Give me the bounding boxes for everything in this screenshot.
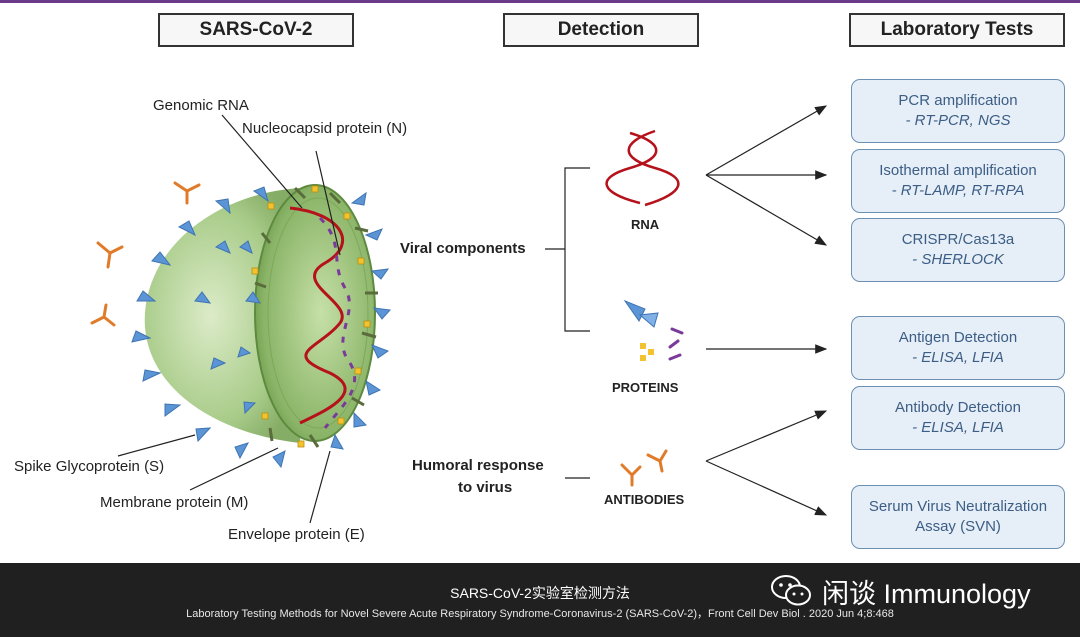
test-methods: - RT-PCR, NGS (905, 112, 1011, 129)
footer-title: SARS-CoV-2实验室检测方法 (450, 585, 630, 601)
brand-watermark: 闲谈 Immunology (770, 569, 1031, 613)
protein-icon (623, 299, 684, 361)
label-spike: Spike Glycoprotein (S) (14, 458, 165, 475)
test-box-isothermal: Isothermal amplification - RT-LAMP, RT-R… (851, 149, 1065, 213)
top-accent-bar (0, 0, 1080, 3)
test-title: PCR amplification (898, 92, 1018, 109)
test-box-pcr: PCR amplification - RT-PCR, NGS (851, 79, 1065, 143)
test-methods: Assay (SVN) (915, 518, 1001, 535)
antibody-icon (620, 449, 668, 487)
header-detection: Detection (503, 13, 699, 47)
test-box-antibody: Antibody Detection - ELISA, LFIA (851, 386, 1065, 450)
nucleocapsid-proteins (318, 216, 357, 429)
virus-illustration (131, 184, 392, 469)
spike-glycoproteins (131, 186, 392, 469)
test-box-antigen: Antigen Detection - ELISA, LFIA (851, 316, 1065, 380)
brand-text: 闲谈 Immunology (822, 578, 1031, 609)
label-antibodies: ANTIBODIES (604, 492, 685, 507)
detection-arrows (705, 105, 828, 516)
free-antibodies (90, 181, 201, 327)
diagram-graphics (90, 105, 828, 524)
test-methods: - RT-LAMP, RT-RPA (891, 182, 1025, 199)
test-title: CRISPR/Cas13a (901, 231, 1015, 248)
header-sars-cov-2: SARS-CoV-2 (158, 13, 354, 47)
label-humoral-line1: Humoral response (412, 457, 544, 474)
diagram-panel: SARS-CoV-2 Detection Laboratory Tests Ge… (0, 3, 1080, 563)
test-title: Isothermal amplification (879, 162, 1037, 179)
test-box-crispr: CRISPR/Cas13a - SHERLOCK (851, 218, 1065, 282)
label-nucleocapsid: Nucleocapsid protein (N) (242, 120, 408, 137)
test-methods: - SHERLOCK (912, 251, 1004, 268)
label-genomic-rna: Genomic RNA (153, 97, 249, 114)
membrane-proteins (254, 186, 378, 448)
envelope-proteins (251, 185, 371, 448)
rna-helix-icon (605, 129, 680, 207)
footer-citation: Laboratory Testing Methods for Novel Sev… (186, 608, 894, 620)
label-humoral-line2: to virus (458, 479, 513, 496)
detection-brackets (545, 167, 590, 479)
wechat-icon (771, 575, 811, 606)
label-membrane: Membrane protein (M) (100, 494, 249, 511)
label-proteins: PROTEINS (612, 380, 679, 395)
caption-footer: 闲谈 Immunology SARS-CoV-2实验室检测方法 Laborato… (0, 563, 1080, 637)
label-envelope: Envelope protein (E) (228, 526, 365, 543)
label-viral-components: Viral components (400, 240, 526, 257)
test-title: Antigen Detection (898, 329, 1018, 346)
genomic-rna-strand (289, 206, 347, 425)
test-methods: - ELISA, LFIA (912, 349, 1004, 366)
test-methods: - ELISA, LFIA (912, 419, 1004, 436)
test-title: Serum Virus Neutralization (868, 498, 1048, 515)
virus-label-leaders (117, 114, 341, 524)
label-rna: RNA (631, 217, 660, 232)
header-laboratory-tests: Laboratory Tests (849, 13, 1065, 47)
test-title: Antibody Detection (895, 399, 1021, 416)
test-box-svn: Serum Virus Neutralization Assay (SVN) (851, 485, 1065, 549)
